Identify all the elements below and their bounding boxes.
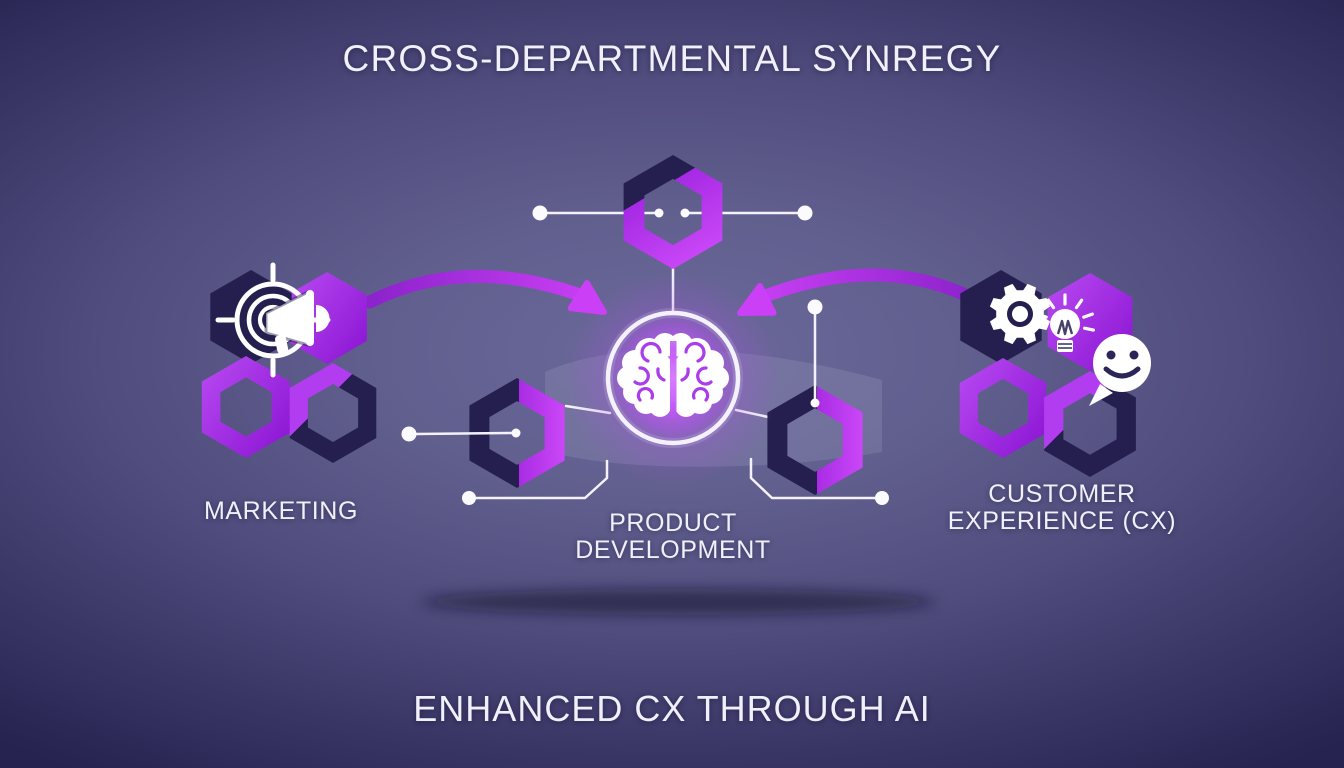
connector-dot (532, 205, 548, 221)
smiley-speech-bubble-icon (1089, 334, 1151, 406)
connector-dot (807, 299, 823, 315)
megaphone-rim (306, 290, 314, 346)
smiley-eye (1106, 350, 1116, 360)
bulb-ray (1074, 298, 1084, 310)
hexagon-ring (623, 155, 723, 269)
page-title: CROSS-DEPARTMENTAL SYNREGY (342, 38, 1002, 79)
label-marketing-text: MARKETING (203, 497, 359, 525)
label-product-development: PRODUCT DEVELOPMENT (575, 509, 771, 564)
connector-dot (797, 205, 813, 221)
hexagon-ring (469, 378, 565, 488)
hexagon-ring (959, 358, 1047, 458)
gear-icon (989, 283, 1051, 345)
smiley-eye (1129, 350, 1139, 360)
bulb-ray (1046, 298, 1056, 310)
connector-dot (511, 428, 521, 438)
connector-dot (810, 398, 820, 408)
megaphone-bell (316, 305, 330, 332)
gear-hub (1012, 306, 1028, 322)
bulb-base (1057, 340, 1073, 352)
core-ring (605, 310, 741, 446)
label-customer-experience: CUSTOMER EXPERIENCE (CX) (947, 480, 1177, 535)
connector-dot (875, 491, 889, 505)
smiley-mouth (1103, 366, 1141, 379)
connectors-front (401, 205, 889, 505)
connector-dot (462, 491, 476, 505)
bulb-ray (1082, 326, 1095, 332)
connector-line (474, 459, 609, 500)
ground-shadow (420, 589, 936, 615)
hexagon-ring (767, 385, 863, 495)
hexagon-ring (201, 356, 291, 458)
brain-center-gap (670, 341, 677, 417)
bulb-ray (1082, 312, 1094, 319)
megaphone-handle (274, 334, 289, 355)
bulb-filament (1056, 319, 1074, 336)
hexagon-ring (289, 363, 377, 463)
arrowhead (567, 280, 607, 315)
target-megaphone-icon (215, 262, 331, 378)
connector-dot (654, 208, 664, 218)
hexagon-ring (1044, 371, 1136, 477)
connector-dot (680, 208, 690, 218)
bulb-ray (1036, 312, 1048, 319)
curved-arrow-right (753, 268, 979, 305)
bulb-glass (1050, 309, 1080, 339)
lightbulb-icon (1036, 293, 1095, 352)
connector-dot (401, 426, 417, 442)
connector-line (749, 457, 877, 500)
ai-core-circle (568, 274, 778, 484)
footer-caption: ENHANCED CX THROUGH AI (413, 688, 931, 729)
gear-body (989, 283, 1051, 345)
bubble-tail (1089, 384, 1113, 406)
label-marketing: MARKETING (131, 498, 431, 525)
connector-line (414, 431, 514, 436)
brain-icon (617, 331, 731, 419)
curved-arrow-left (363, 269, 590, 309)
bubble-face (1093, 334, 1151, 392)
